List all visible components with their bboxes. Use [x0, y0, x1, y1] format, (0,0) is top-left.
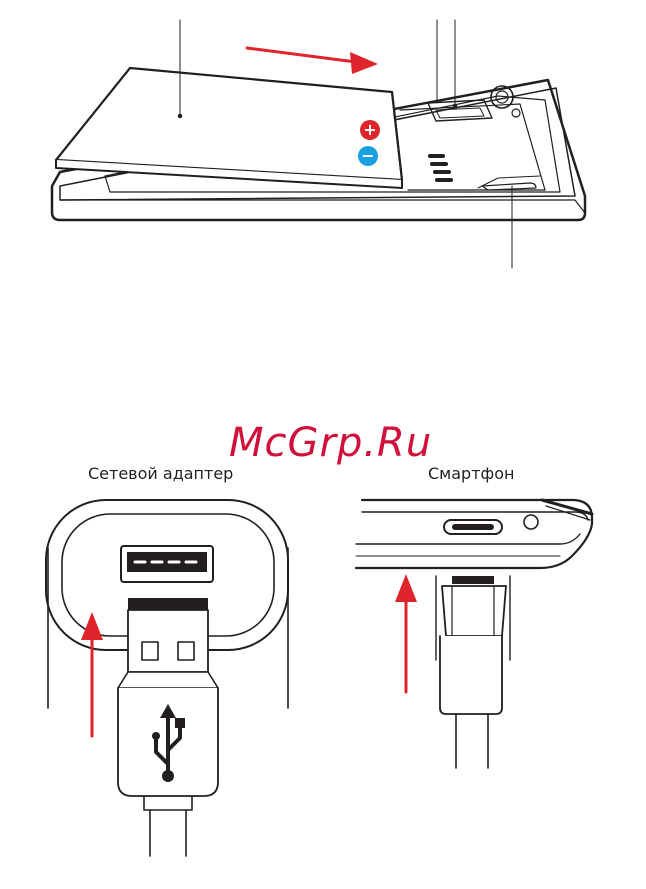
- insert-arrow: [247, 48, 378, 74]
- phone-label: Смартфон: [428, 464, 514, 483]
- watermark: McGrp.Ru: [229, 420, 432, 466]
- phone-edge-diagram: [356, 500, 592, 768]
- flash: [512, 109, 520, 117]
- microsd-slot: [482, 183, 536, 190]
- adapter-label: Сетевой адаптер: [88, 464, 233, 483]
- audio-jack: [524, 515, 538, 529]
- battery: [56, 68, 402, 188]
- plug-in-arrow-left: [81, 612, 103, 736]
- phone-back-diagram: [52, 20, 585, 268]
- micro-usb-plug: [436, 576, 510, 768]
- adapter-diagram: [46, 500, 288, 856]
- plug-in-arrow-right: [395, 574, 417, 692]
- plus-icon: +: [360, 120, 380, 140]
- minus-icon: −: [358, 146, 378, 166]
